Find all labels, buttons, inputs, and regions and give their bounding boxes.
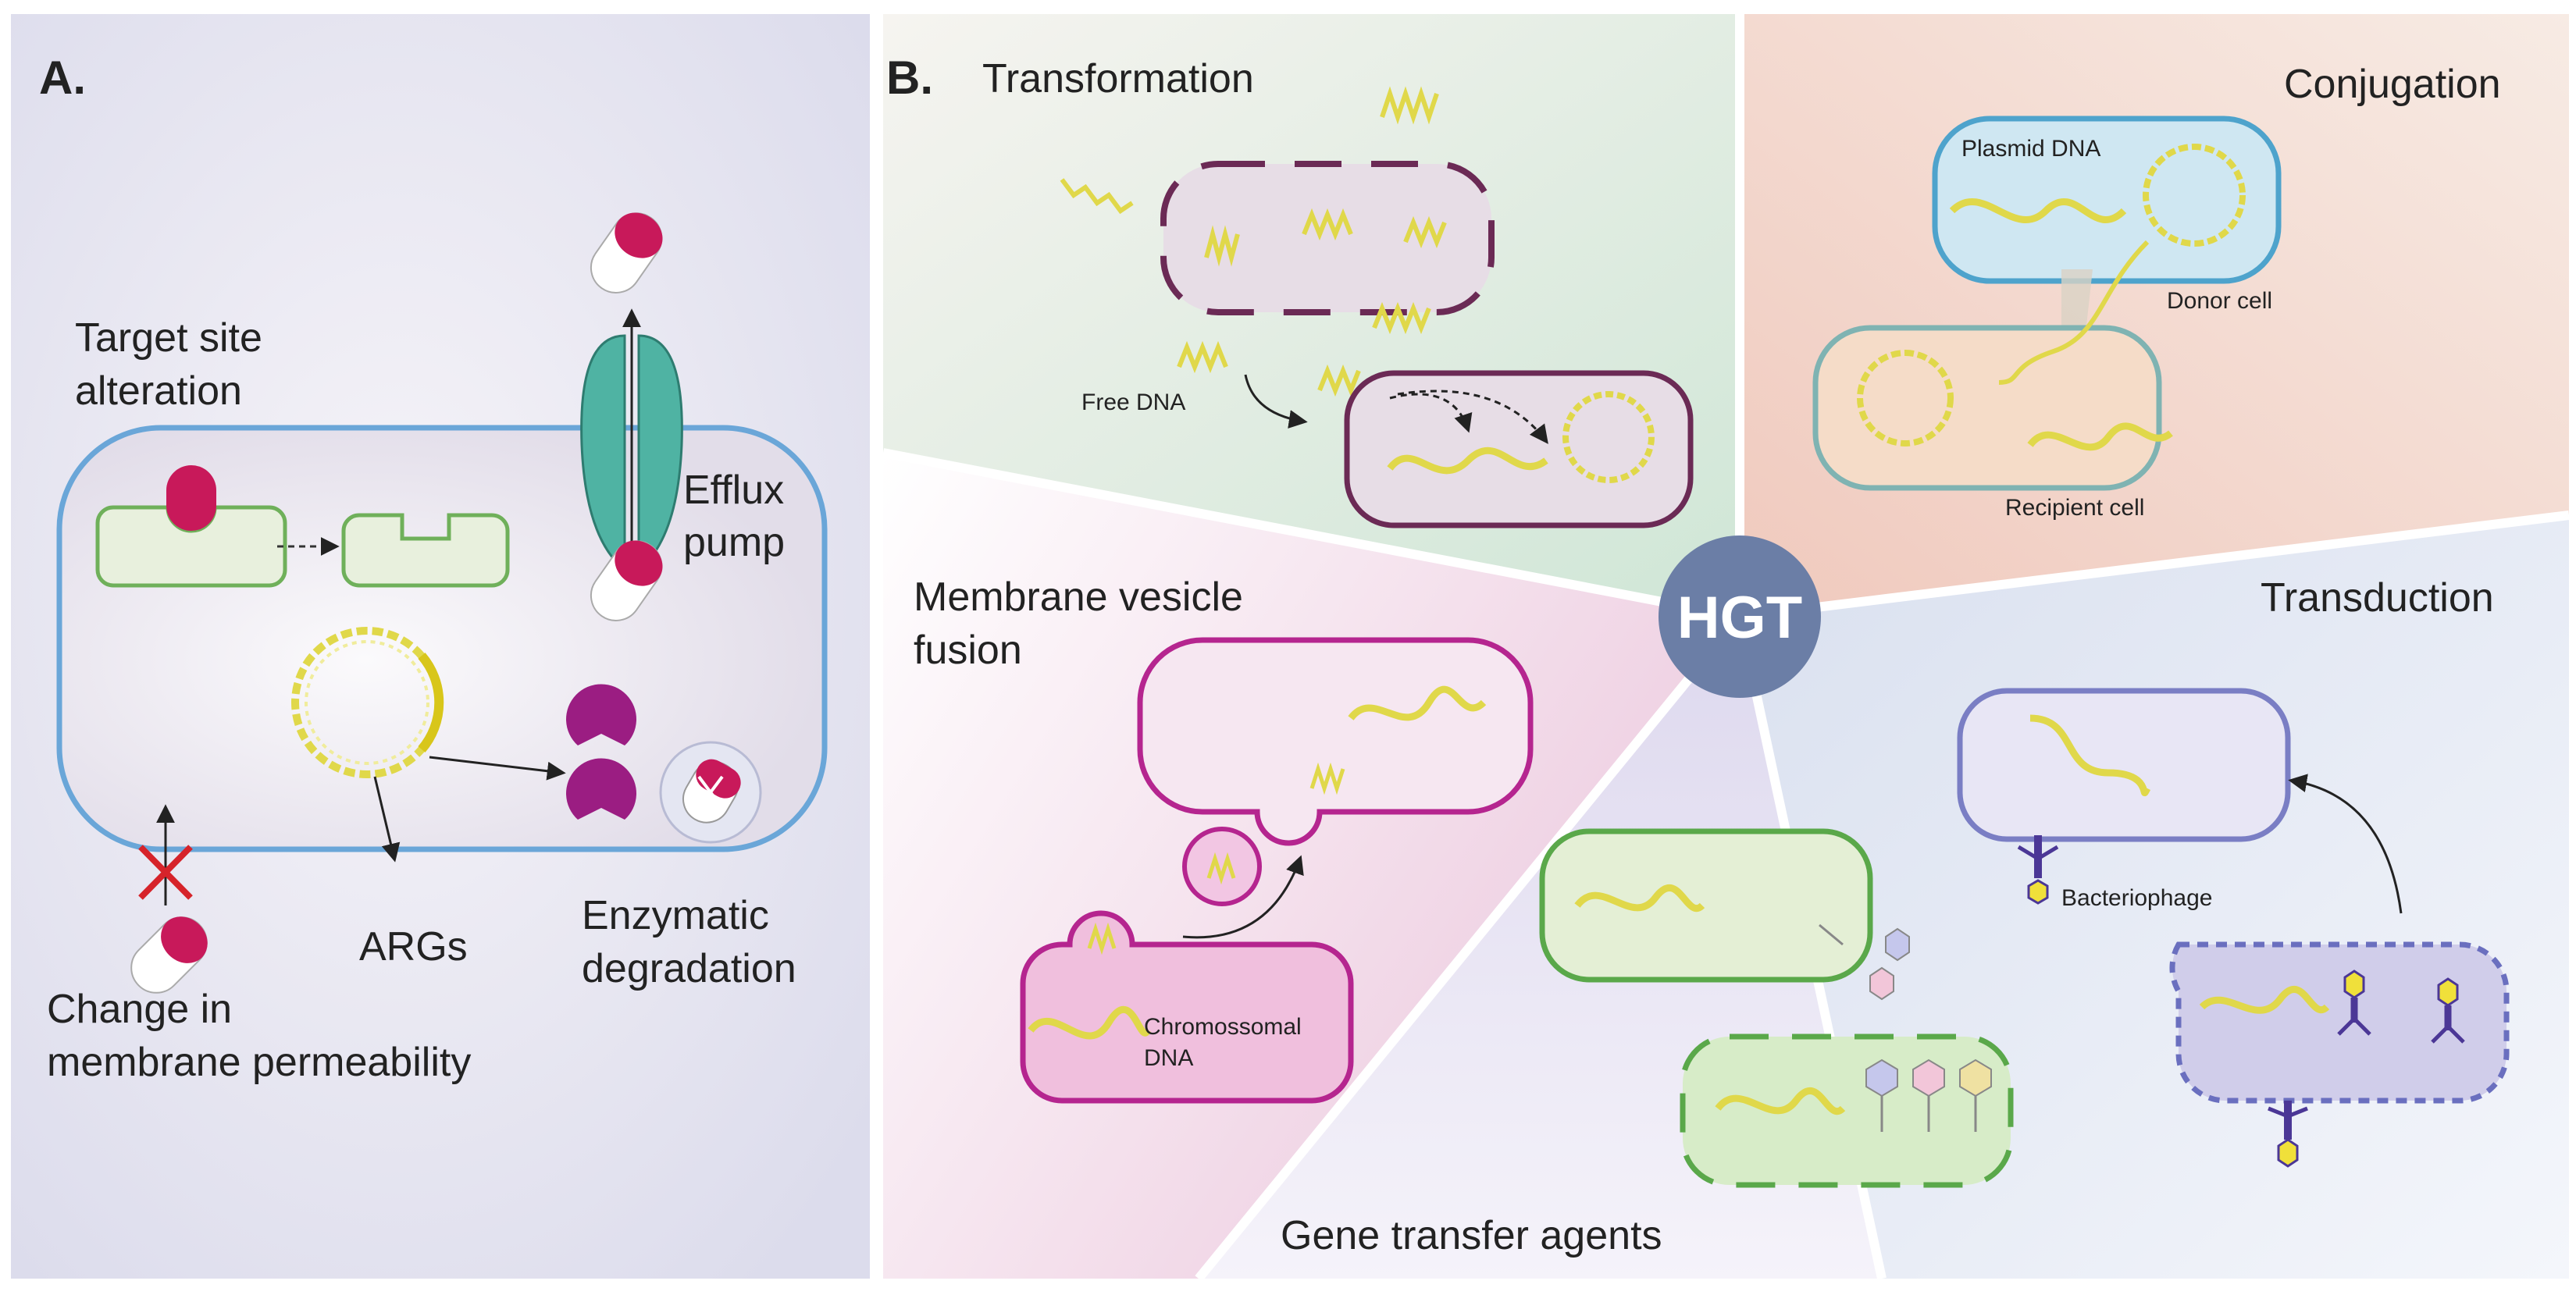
donor-cell-gta xyxy=(1539,828,1873,983)
panel-a-letter: A. xyxy=(39,52,86,104)
membrane-vesicle xyxy=(1182,827,1262,906)
plasmid-dna-icon xyxy=(2143,144,2246,247)
chromosomal-label-2: DNA xyxy=(1144,1045,1193,1071)
integration-arrow-2 xyxy=(1397,390,1548,444)
plasmid-dna-label: Plasmid DNA xyxy=(1961,136,2100,162)
bacteriophage-label: Bacteriophage xyxy=(2061,885,2212,911)
panel-b-letter: B. xyxy=(886,52,933,104)
target-site-label-2: alteration xyxy=(75,368,242,414)
permeability-label-2: membrane permeability xyxy=(47,1040,471,1085)
bacteriophage-icon xyxy=(2017,835,2059,905)
donor-cell-label: Donor cell xyxy=(2167,288,2272,314)
chromosomal-dna-icon xyxy=(1348,685,1487,721)
phage-infection-arrow xyxy=(2288,774,2403,914)
efflux-label: Efflux xyxy=(683,468,784,513)
gta-particle-icon xyxy=(1819,923,1910,1001)
enzyme-icon xyxy=(566,684,636,820)
enzymatic-label: Enzymatic xyxy=(582,893,769,938)
free-dna-icon xyxy=(1309,762,1345,795)
plasmid-dna-icon xyxy=(291,627,444,778)
donor-cell-lysed xyxy=(1160,161,1495,315)
hgt-hub xyxy=(1659,535,1821,698)
chromosomal-dna-icon xyxy=(1949,197,2127,224)
target-protein-altered xyxy=(341,513,510,588)
chromosomal-dna-icon xyxy=(2027,422,2173,451)
conjugation-title: Conjugation xyxy=(2284,62,2501,107)
chromosomal-label: Chromossomal xyxy=(1144,1014,1302,1040)
recipient-cell-gta xyxy=(1680,1034,2014,1188)
vesicle-title: Membrane vesicle xyxy=(914,575,1243,620)
integration-arrow-1 xyxy=(1389,393,1473,433)
chromosomal-dna-icon xyxy=(1028,1005,1152,1040)
efflux-label-2: pump xyxy=(683,520,785,565)
args-arrow-down xyxy=(373,776,401,863)
gta-title: Gene transfer agents xyxy=(1281,1213,1662,1258)
degraded-antibiotic-icon xyxy=(659,741,762,844)
hgt-hub-label: HGT xyxy=(1677,585,1802,651)
recipient-cell-transduction xyxy=(1957,688,2291,842)
bacteriophage-icon xyxy=(2268,1101,2308,1168)
enzymatic-label-2: degradation xyxy=(582,946,796,991)
chromosomal-dna-icon xyxy=(1387,446,1548,475)
vesicle-release-arrow xyxy=(1182,855,1304,939)
capsule-icon xyxy=(590,212,663,294)
capsule-icon xyxy=(590,540,663,621)
capsule-icon xyxy=(166,465,216,531)
donor-cell-transduction xyxy=(2169,941,2510,1104)
vesicle-title-2: fusion xyxy=(914,628,1022,673)
donor-cell xyxy=(1932,116,2282,284)
plasmid-dna-icon xyxy=(1857,350,1954,446)
chromosomal-dna-icon xyxy=(1574,884,1705,913)
target-site-label: Target site xyxy=(75,315,262,361)
gta-particle-icon xyxy=(1865,1058,1992,1132)
chromosomal-dna-icon xyxy=(2199,986,2330,1014)
args-label: ARGs xyxy=(359,924,468,969)
bacteriophage-icon xyxy=(2431,977,2465,1044)
chromosomal-dna-icon xyxy=(1715,1087,1846,1115)
plasmid-dna-icon xyxy=(1562,391,1655,483)
free-dna-icon xyxy=(1060,86,1447,397)
recipient-cell xyxy=(1812,325,2162,491)
bacteriophage-icon xyxy=(2337,969,2371,1036)
uptake-arrow xyxy=(1244,374,1308,429)
efflux-pump-icon xyxy=(580,308,683,573)
transformation-title: Transformation xyxy=(982,56,1254,101)
free-dna-label: Free DNA xyxy=(1081,390,1185,415)
recipient-cell-transformation xyxy=(1344,370,1694,528)
transfer-dna-strand xyxy=(1998,240,2150,385)
conjugation-pilus xyxy=(2061,269,2093,340)
recipient-cell-label: Recipient cell xyxy=(2005,495,2144,521)
blocked-x-icon xyxy=(138,845,193,900)
permeability-label: Change in xyxy=(47,987,232,1032)
args-arrow-enzyme xyxy=(429,756,566,781)
chromosomal-dna-icon xyxy=(2029,714,2151,796)
recipient-cell-vesicle xyxy=(1137,637,1534,846)
donor-cell-vesicle xyxy=(1020,910,1354,1104)
transduction-title: Transduction xyxy=(2261,575,2494,621)
free-dna-icon xyxy=(1087,922,1117,955)
capsule-icon xyxy=(130,916,208,994)
free-dna-icon xyxy=(1206,852,1236,885)
